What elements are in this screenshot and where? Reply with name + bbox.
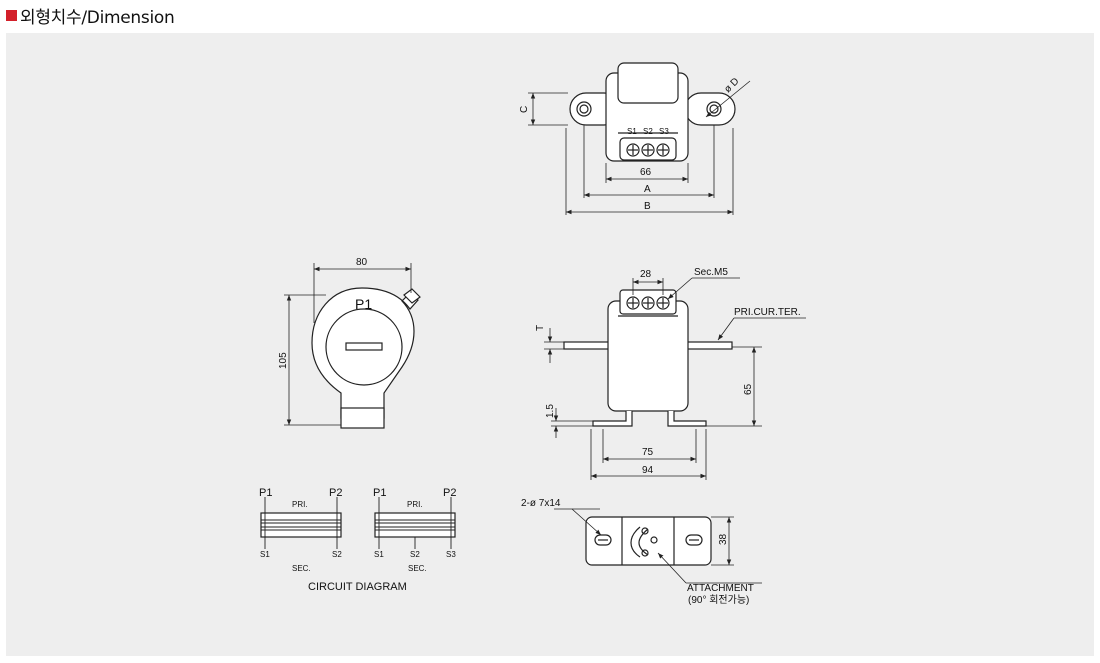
front-terminal-3: [656, 296, 670, 310]
circuit-left-p2: P2: [329, 487, 342, 499]
label-p1: P1: [355, 296, 372, 312]
terminal-s3: [656, 143, 670, 157]
terminal-s2: [641, 143, 655, 157]
label-hole: 2-ø 7x14: [521, 498, 561, 509]
label-attachment: ATTACHMENT: [687, 583, 754, 594]
dim-c: C: [519, 106, 530, 113]
circuit-caption: CIRCUIT DIAGRAM: [308, 581, 407, 593]
circuit-left-box: [260, 512, 342, 538]
side-base: [340, 407, 385, 429]
dim-105: 105: [278, 352, 289, 369]
dim-94: 94: [642, 465, 654, 476]
dim-28: 28: [640, 269, 652, 280]
top-view: [528, 62, 751, 215]
circuit-right-box: [374, 512, 456, 538]
front-body: [607, 300, 689, 412]
right-hole: [706, 101, 722, 117]
circuit-left-pri: PRI.: [292, 500, 308, 509]
dim-b: B: [644, 201, 651, 212]
label-sec-m5: Sec.M5: [694, 267, 728, 278]
circuit-right-p2: P2: [443, 487, 456, 499]
front-terminal-1: [626, 296, 640, 310]
circuit-right-sec: SEC.: [408, 564, 427, 573]
circuit-left-p1: P1: [259, 487, 272, 499]
section-header: 외형치수/Dimension: [6, 2, 175, 28]
dim-75: 75: [642, 447, 654, 458]
front-terminal-2: [641, 296, 655, 310]
circuit-right-p1: P1: [373, 487, 386, 499]
bottom-plate: [585, 516, 712, 566]
circuit-right-s2: S2: [410, 550, 420, 559]
label-s2: S2: [643, 127, 653, 136]
dim-65: 65: [743, 383, 754, 395]
dim-t: T: [535, 325, 546, 331]
left-hole: [576, 101, 592, 117]
circuit-right: [374, 497, 456, 549]
dimension-drawing-panel: S1 S2 S3 C ø D 66 A B 80 105 P1: [6, 33, 1094, 656]
left-foot: [592, 411, 633, 427]
label-pri-cur-ter: PRI.CUR.TER.: [734, 307, 801, 318]
dim-a: A: [644, 184, 651, 195]
dimension-drawing: S1 S2 S3 C ø D 66 A B 80 105 P1: [259, 62, 806, 606]
slot: [345, 342, 383, 351]
label-rotate: (90° 회전가능): [688, 594, 749, 606]
red-square-icon: [6, 9, 17, 21]
circuit-right-s1: S1: [374, 550, 384, 559]
slot-left: [594, 534, 612, 546]
dim-80: 80: [356, 257, 368, 268]
dim-d: ø D: [722, 76, 741, 95]
label-s3: S3: [659, 127, 669, 136]
label-s1: S1: [627, 127, 637, 136]
circuit-left-sec: SEC.: [292, 564, 311, 573]
bottom-view: [554, 508, 762, 584]
dim-38: 38: [718, 533, 729, 545]
circuit-left: [260, 497, 342, 549]
side-view: [284, 263, 421, 429]
front-view: [544, 277, 806, 480]
circuit-left-s2: S2: [332, 550, 342, 559]
circuit-left-s1: S1: [260, 550, 270, 559]
circuit-right-s3: S3: [446, 550, 456, 559]
section-title: 외형치수/Dimension: [20, 7, 175, 28]
right-foot: [667, 411, 707, 427]
dim-1-5: 1.5: [545, 404, 556, 418]
dim-66: 66: [640, 167, 652, 178]
circuit-right-pri: PRI.: [407, 500, 423, 509]
slot-right: [685, 534, 703, 546]
terminal-s1: [626, 143, 640, 157]
